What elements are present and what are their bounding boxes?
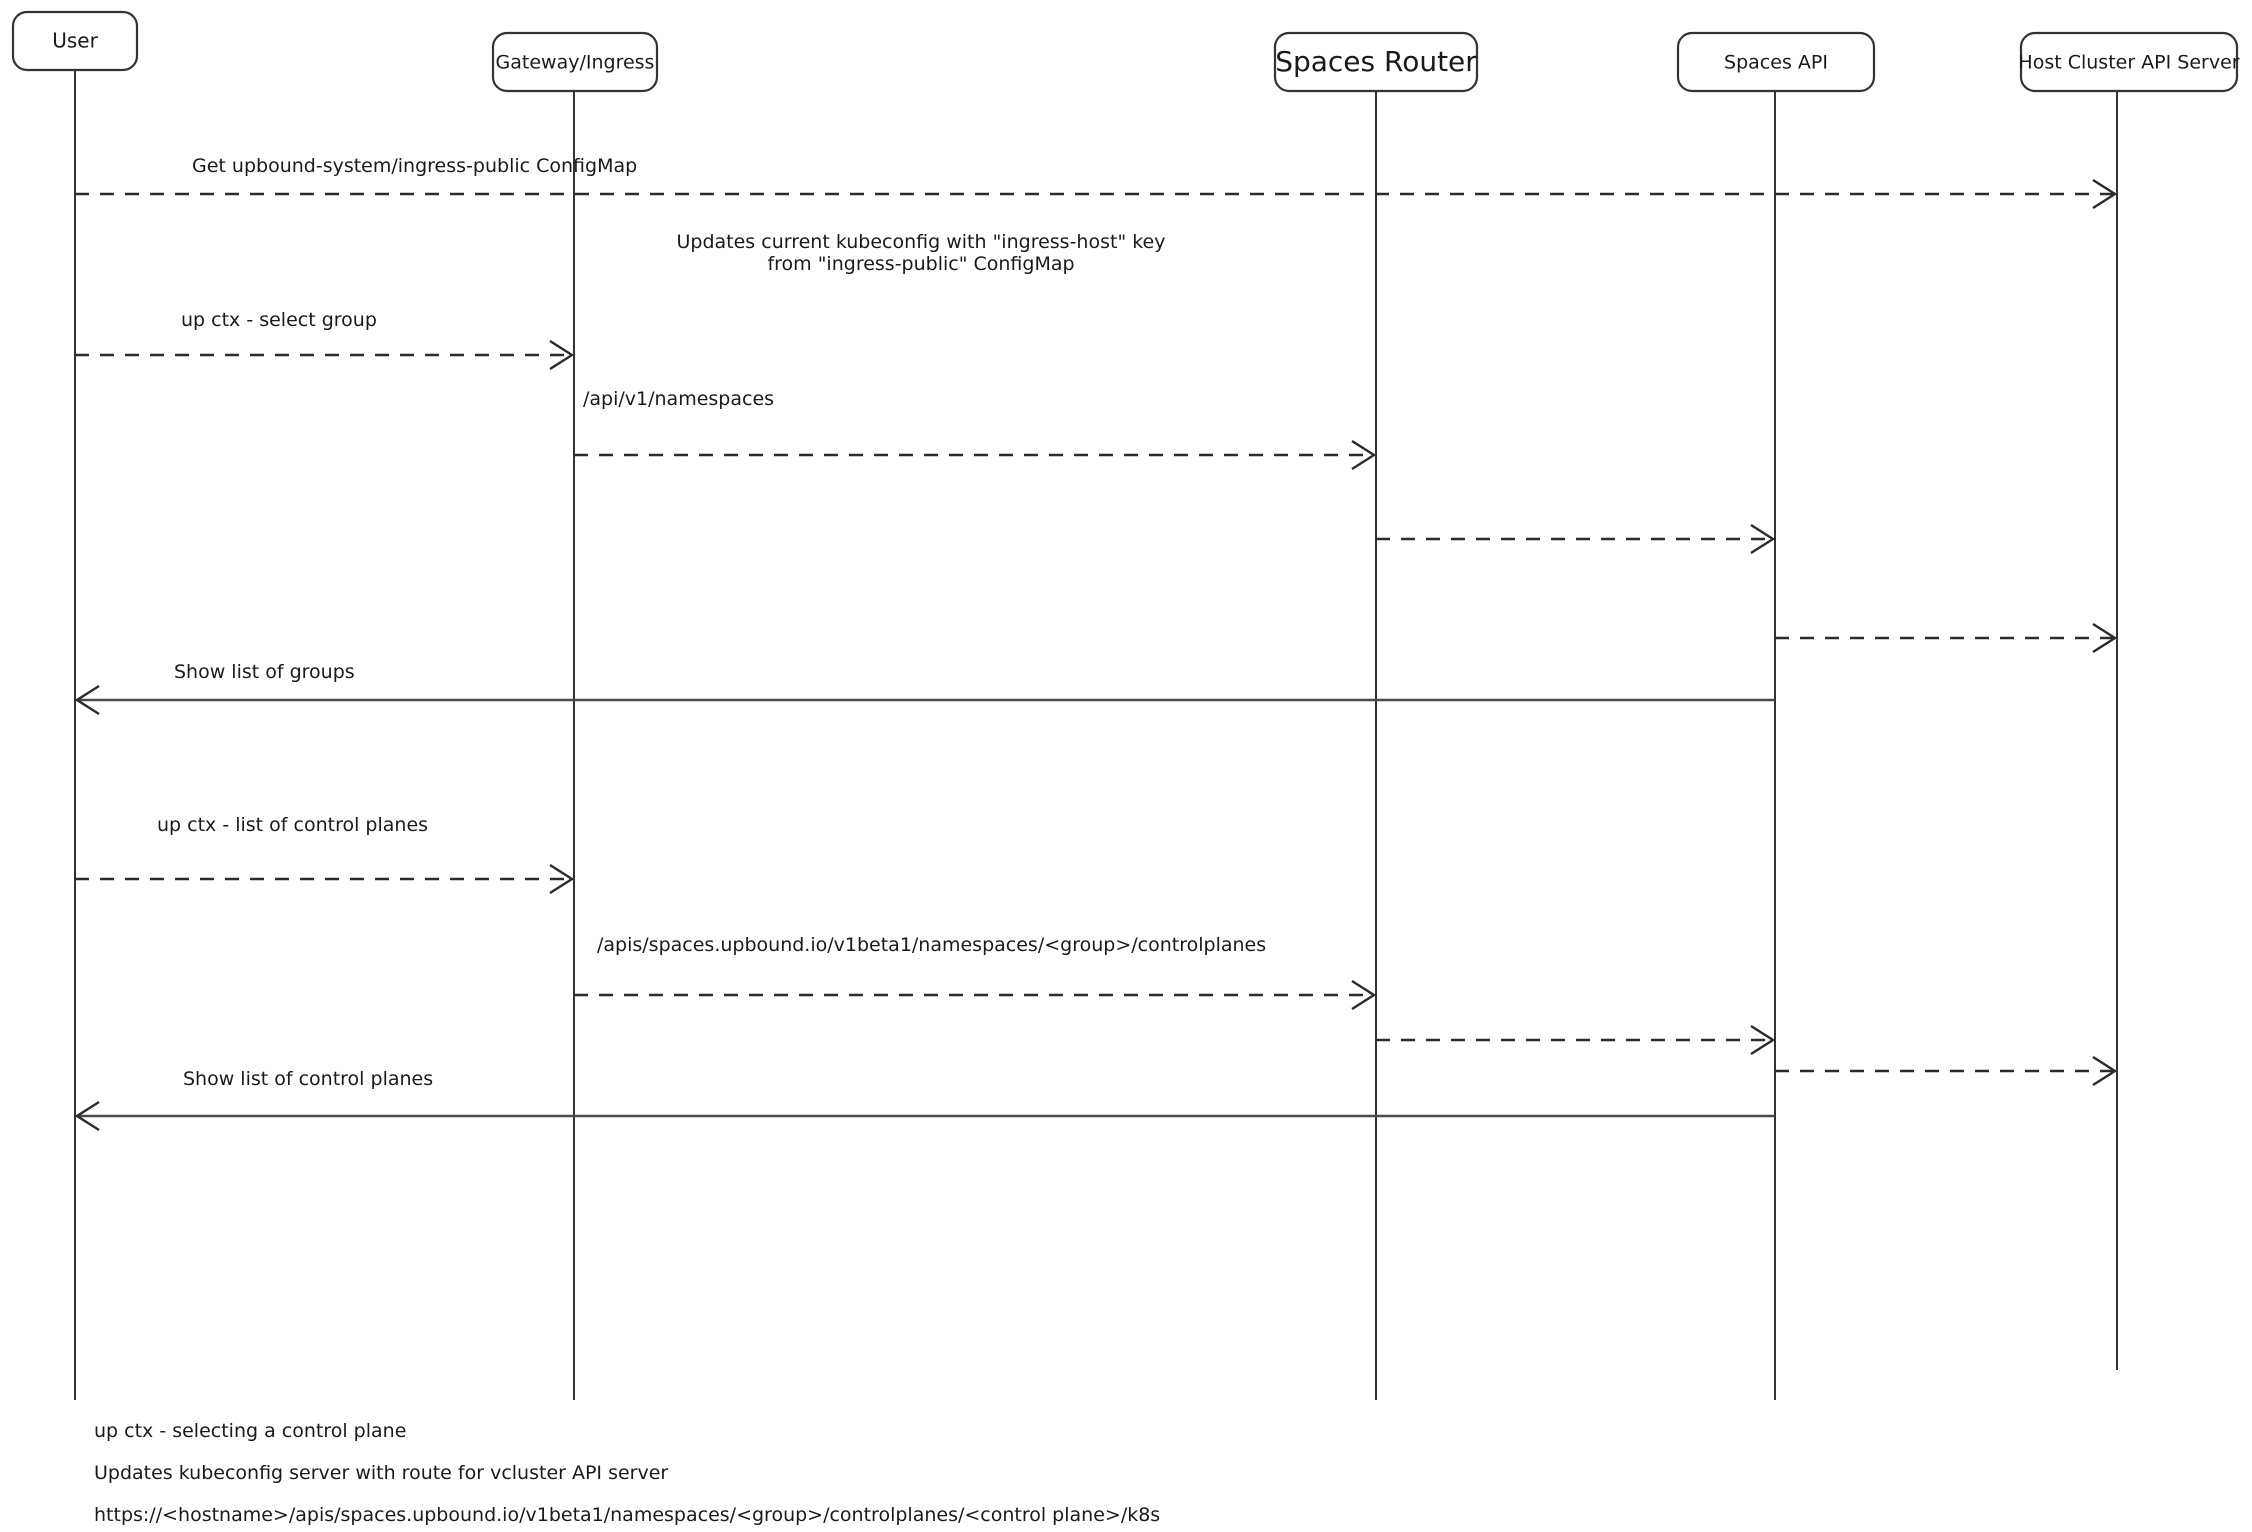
note-line-n1-0: Updates current kubeconfig with "ingress…: [677, 231, 1166, 253]
footer-note-f3: https://<hostname>/apis/spaces.upbound.i…: [94, 1504, 1160, 1526]
message-label-m1: Get upbound-system/ingress-public Config…: [192, 155, 637, 177]
participant-label-spacesapi: Spaces API: [1724, 52, 1828, 74]
participant-box-user: [11, 10, 139, 72]
message-label-m8: /apis/spaces.upbound.io/v1beta1/namespac…: [597, 934, 1266, 956]
participant-box-router: [1273, 31, 1479, 93]
message-m5: [1775, 622, 2118, 654]
message-arrowhead-m5: [2092, 622, 2118, 654]
note-line-n1-1: from "ingress-public" ConfigMap: [767, 253, 1074, 275]
participant-label-user: User: [52, 29, 98, 53]
message-arrowhead-m11: [74, 1100, 100, 1132]
footer-note-f2: Updates kubeconfig server with route for…: [94, 1462, 668, 1484]
message-m10: [1775, 1055, 2118, 1087]
message-m9: [1376, 1024, 1776, 1056]
message-arrowhead-m9: [1750, 1024, 1776, 1056]
note-n1: Updates current kubeconfig with "ingress…: [677, 231, 1166, 275]
participant-label-gateway: Gateway/Ingress: [496, 52, 655, 74]
message-m11: Show list of control planes: [74, 1068, 1775, 1132]
message-label-m11: Show list of control planes: [183, 1068, 433, 1090]
footer-notes-layer: up ctx - selecting a control planeUpdate…: [94, 1420, 1160, 1526]
message-arrowhead-m8: [1351, 979, 1377, 1011]
participant-box-hostapi: [2019, 31, 2239, 93]
message-label-m2: up ctx - select group: [181, 309, 377, 331]
participant-spacesapi[interactable]: Spaces API: [1676, 31, 1876, 93]
message-label-m3: /api/v1/namespaces: [583, 388, 774, 410]
message-arrowhead-m6: [74, 684, 100, 716]
message-label-m7: up ctx - list of control planes: [157, 814, 428, 836]
message-m4: [1376, 523, 1776, 555]
message-arrowhead-m3: [1351, 439, 1377, 471]
participant-user[interactable]: User: [11, 10, 139, 72]
participant-box-gateway: [491, 31, 659, 93]
participant-box-spacesapi: [1676, 31, 1876, 93]
participant-hostapi[interactable]: Host Cluster API Server: [2018, 31, 2240, 93]
message-arrowhead-m7: [549, 863, 575, 895]
participant-gateway[interactable]: Gateway/Ingress: [491, 31, 659, 93]
lifelines-layer: [74, 70, 2118, 1400]
participant-router[interactable]: Spaces Router: [1273, 31, 1479, 93]
message-arrowhead-m10: [2092, 1055, 2118, 1087]
message-arrowhead-m4: [1750, 523, 1776, 555]
participant-label-router: Spaces Router: [1275, 45, 1477, 78]
message-m7: up ctx - list of control planes: [75, 814, 575, 895]
message-arrowhead-m1: [2092, 178, 2118, 210]
message-m1: Get upbound-system/ingress-public Config…: [75, 155, 2118, 210]
message-m6: Show list of groups: [74, 661, 1775, 716]
message-label-m6: Show list of groups: [174, 661, 355, 683]
footer-note-f1: up ctx - selecting a control plane: [94, 1420, 406, 1442]
participant-label-hostapi: Host Cluster API Server: [2018, 52, 2239, 74]
message-arrowhead-m2: [549, 339, 575, 371]
message-m8: /apis/spaces.upbound.io/v1beta1/namespac…: [574, 934, 1377, 1011]
messages-layer: Get upbound-system/ingress-public Config…: [74, 155, 2118, 1132]
message-m2: up ctx - select group: [75, 309, 575, 371]
message-m3: /api/v1/namespaces: [574, 388, 1377, 471]
notes-layer: Updates current kubeconfig with "ingress…: [677, 231, 1166, 275]
